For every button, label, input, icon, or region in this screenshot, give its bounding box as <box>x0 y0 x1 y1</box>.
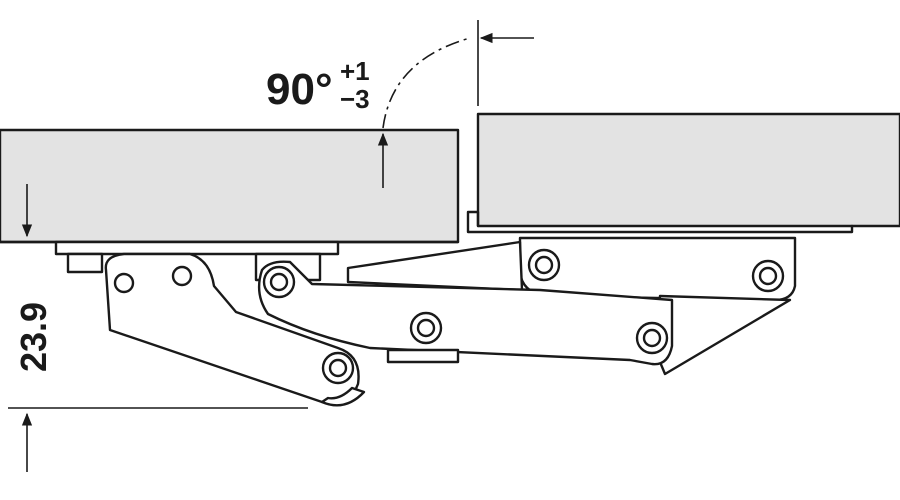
height-dimension-label: 23.9 <box>13 302 54 372</box>
left-arm-hook <box>320 386 366 407</box>
rivet-7 <box>527 248 561 282</box>
rivet-8 <box>751 259 785 293</box>
left-plate-foot <box>66 252 104 274</box>
right-bracket-fin <box>346 240 524 292</box>
rivet-6 <box>635 321 669 355</box>
angle-tolerance-plus: +1 <box>340 56 370 86</box>
angle-arc <box>382 37 471 129</box>
central-arm-tab <box>386 348 460 364</box>
rivet-3 <box>262 265 296 299</box>
rivet-1 <box>113 272 135 294</box>
upper-right-lever <box>653 294 792 376</box>
angle-tolerance-minus: −3 <box>340 84 370 114</box>
rivet-5 <box>409 311 443 345</box>
left-panel <box>0 128 460 244</box>
right-panel <box>476 112 900 228</box>
central-arm <box>257 260 674 366</box>
right-panel-edge-lip <box>466 210 854 234</box>
left-mounting-plate <box>54 240 340 256</box>
rivet-4 <box>321 351 355 385</box>
angle-label: 90° <box>266 65 333 114</box>
rivet-2 <box>171 265 193 287</box>
